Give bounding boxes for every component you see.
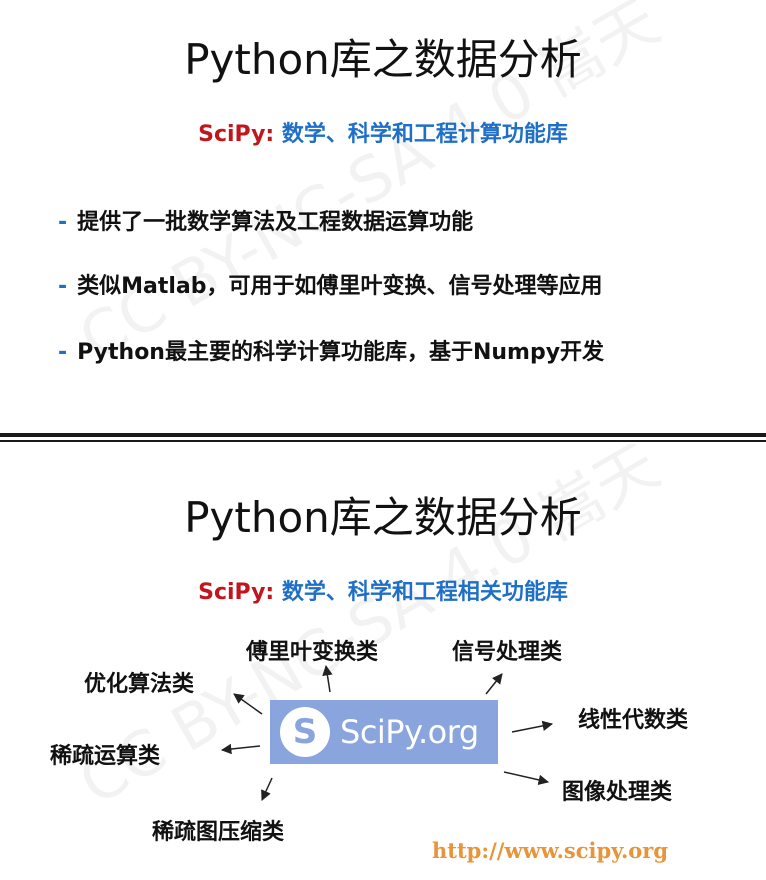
slide-subtitle: SciPy: 数学、科学和工程计算功能库 [0, 116, 766, 148]
slide-subtitle: SciPy: 数学、科学和工程相关功能库 [0, 574, 766, 606]
scipy-logo: S SciPy.org [270, 700, 498, 764]
library-description: 数学、科学和工程相关功能库 [274, 580, 568, 605]
bullet-dash: - [58, 274, 68, 299]
scipy-logo-text: SciPy.org [340, 713, 479, 751]
category-sparse-graph: 稀疏图压缩类 [152, 820, 285, 845]
slide-title: Python库之数据分析 [184, 493, 582, 542]
category-sparse: 稀疏运算类 [50, 744, 161, 769]
arrow-to-signal [485, 673, 503, 695]
category-image: 图像处理类 [562, 780, 673, 805]
bullet-dash: - [58, 210, 68, 235]
bullet-item: -提供了一批数学算法及工程数据运算功能 [58, 204, 473, 236]
divider-line [0, 433, 766, 437]
arrow-to-sparse-graph [261, 777, 273, 801]
library-name: SciPy: [198, 122, 275, 147]
bullet-text: Python最主要的科学计算功能库，基于Numpy开发 [77, 340, 605, 365]
category-optimize: 优化算法类 [84, 672, 195, 697]
library-name: SciPy: [198, 580, 275, 605]
scipy-url: http://www.scipy.org [432, 838, 669, 863]
slide-scipy-modules: CC BY-NC-SA 4.0 嵩天 Python库之数据分析 SciPy: 数… [0, 444, 766, 880]
slide-divider [0, 432, 766, 444]
arrow-to-optimize [233, 693, 263, 715]
connector-arrows [220, 664, 554, 801]
bullet-text: 提供了一批数学算法及工程数据运算功能 [77, 210, 474, 235]
arrow-to-linalg [511, 720, 554, 733]
arrow-to-image [503, 771, 550, 786]
category-fourier: 傅里叶变换类 [246, 640, 379, 665]
category-signal: 信号处理类 [452, 640, 563, 665]
divider-line [0, 440, 766, 442]
slide-title: Python库之数据分析 [184, 35, 582, 84]
library-description: 数学、科学和工程计算功能库 [274, 122, 568, 147]
arrow-to-sparse [220, 743, 261, 755]
bullet-item: -Python最主要的科学计算功能库，基于Numpy开发 [58, 334, 604, 366]
bullet-text: 类似Matlab，可用于如傅里叶变换、信号处理等应用 [77, 274, 603, 299]
bullet-dash: - [58, 340, 68, 365]
bullet-item: -类似Matlab，可用于如傅里叶变换、信号处理等应用 [58, 268, 603, 300]
slide-scipy-overview: CC BY-NC-SA 4.0 嵩天 Python库之数据分析 SciPy: 数… [0, 0, 766, 432]
scipy-logo-icon: S [280, 707, 330, 757]
category-linalg: 线性代数类 [578, 708, 689, 733]
arrow-to-fourier [322, 664, 333, 693]
